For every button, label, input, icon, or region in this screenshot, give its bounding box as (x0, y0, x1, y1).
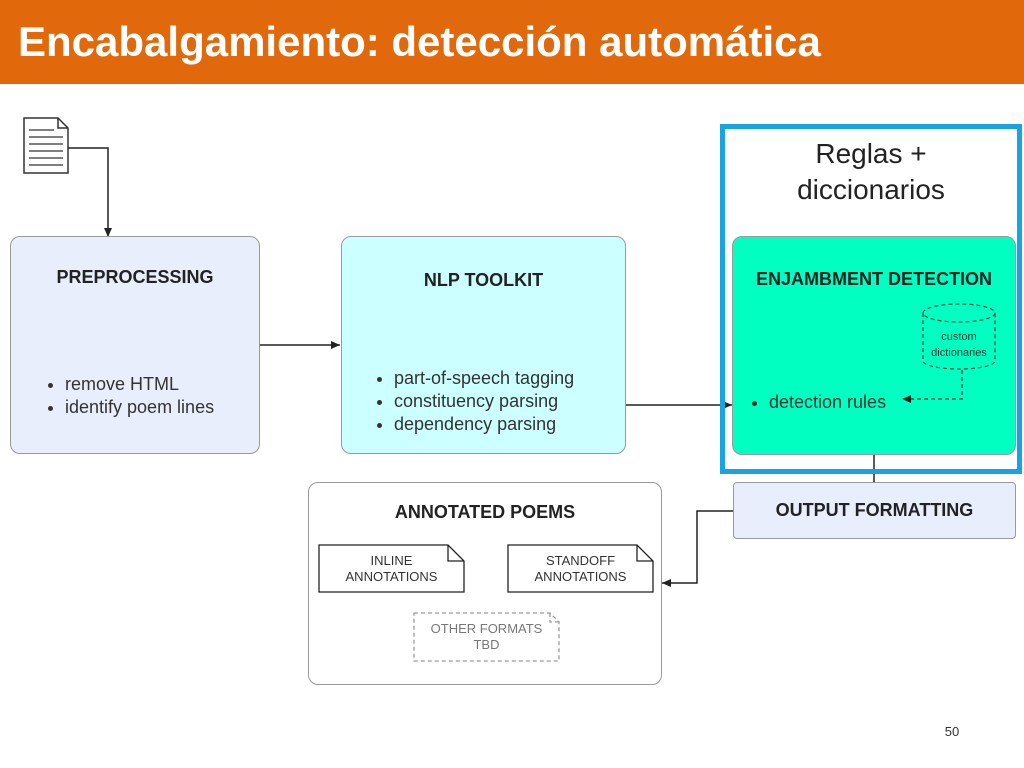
other-formats-line1: OTHER FORMATS (430, 621, 543, 636)
slide-title: Encabalgamiento: detección automática (18, 18, 821, 65)
nlp-toolkit-box: NLP TOOLKIT part-of-speech tagging const… (341, 236, 626, 454)
inline-annotations-line1: INLINE (370, 552, 413, 568)
preprocessing-item: remove HTML (65, 373, 214, 396)
rules-label-line1: Reglas + (815, 138, 927, 169)
connector-output-annotated (662, 510, 734, 587)
title-bar: Encabalgamiento: detección automática (0, 0, 1024, 84)
inline-annotations-line2: ANNOTATIONS (345, 568, 438, 584)
other-formats-label: OTHER FORMATS TBD (414, 613, 559, 661)
nlp-toolkit-list: part-of-speech tagging constituency pars… (372, 367, 574, 436)
dictionaries-label-line2: dictionaries (931, 347, 987, 359)
nlp-toolkit-item: dependency parsing (394, 413, 574, 436)
rules-label-line2: diccionarios (797, 174, 945, 205)
standoff-annotations-label: STANDOFF ANNOTATIONS (508, 545, 653, 592)
other-formats-line2: TBD (473, 637, 500, 652)
inline-annotations-label: INLINE ANNOTATIONS (319, 545, 464, 592)
document-icon (23, 117, 69, 174)
enjambment-item: detection rules (769, 391, 886, 414)
preprocessing-item: identify poem lines (65, 396, 214, 419)
nlp-toolkit-item: constituency parsing (394, 390, 574, 413)
output-formatting-title: OUTPUT FORMATTING (775, 500, 974, 520)
highlight-frame (720, 124, 1022, 474)
page-number: 50 (944, 724, 960, 739)
standoff-annotations-line2: ANNOTATIONS (534, 568, 627, 584)
nlp-toolkit-item: part-of-speech tagging (394, 367, 574, 390)
enjambment-list: detection rules (747, 391, 886, 414)
preprocessing-box: PREPROCESSING remove HTML identify poem … (10, 236, 260, 454)
connector-doc-preprocessing (68, 147, 112, 237)
nlp-toolkit-title: NLP TOOLKIT (423, 270, 544, 290)
dictionaries-label-line1: custom (941, 331, 977, 343)
rules-label: Reglas + diccionarios (726, 136, 1016, 208)
preprocessing-list: remove HTML identify poem lines (43, 373, 214, 419)
enjambment-detection-title: ENJAMBMENT DETECTION (755, 269, 992, 289)
standoff-annotations-line1: STANDOFF (545, 552, 616, 568)
preprocessing-title: PREPROCESSING (56, 267, 214, 287)
annotated-poems-title: ANNOTATED POEMS (394, 502, 576, 522)
output-formatting-box: OUTPUT FORMATTING (733, 482, 1016, 539)
dictionaries-label: custom dictionaries (920, 329, 998, 361)
